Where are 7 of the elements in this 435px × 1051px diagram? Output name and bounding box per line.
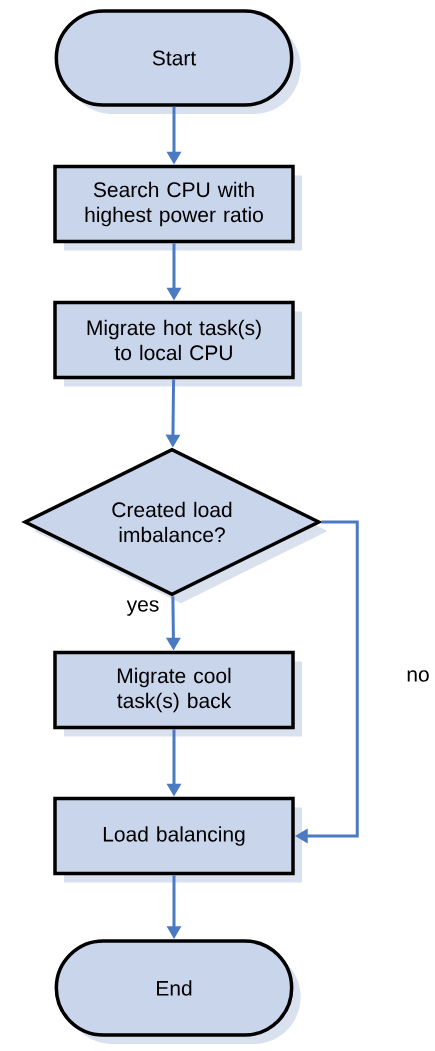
process-box: Search CPU with highest power ratio bbox=[53, 164, 302, 251]
terminal-oval: Start bbox=[54, 9, 301, 114]
terminal-oval: End bbox=[54, 939, 301, 1044]
process-box: Migrate hot task(s) to local CPU bbox=[53, 300, 302, 387]
process-box: Migrate cool task(s) back bbox=[53, 650, 302, 737]
process-box: Load balancing bbox=[53, 796, 302, 883]
edge-label: no bbox=[404, 668, 432, 684]
